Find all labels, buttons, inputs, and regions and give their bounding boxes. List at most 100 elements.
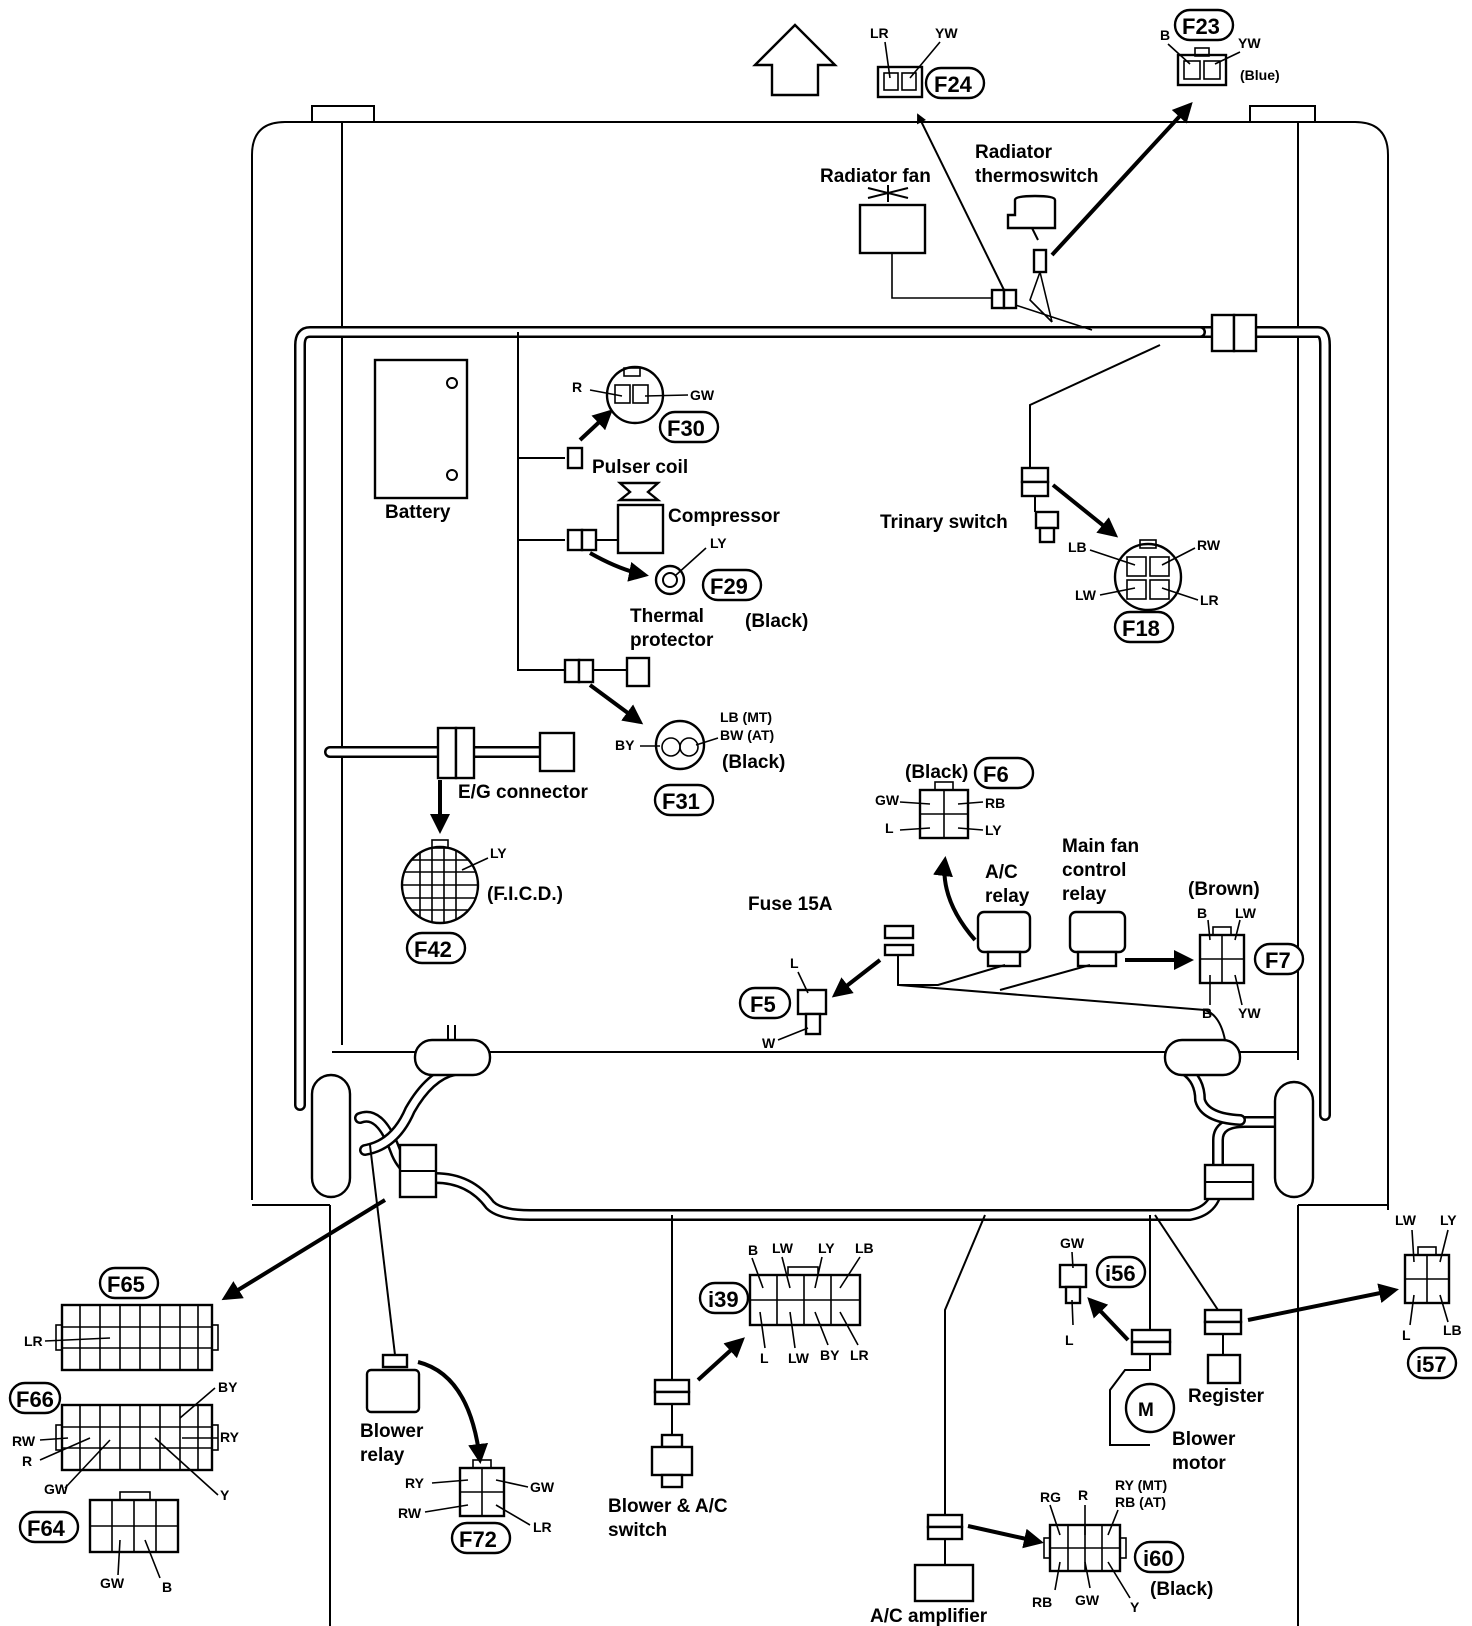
pin-label: LR (24, 1333, 43, 1349)
connector-i39: i39 B LW LY LB L LW BY LR (698, 1240, 874, 1366)
pin-label: RY (MT) (1115, 1477, 1167, 1493)
ac-amplifier-label: A/C amplifier (870, 1606, 988, 1626)
pin-label: RW (1197, 537, 1221, 553)
pin-label: GW (100, 1575, 125, 1591)
pulser-coil-label: Pulser coil (592, 457, 688, 478)
register (1206, 1353, 1242, 1385)
pin-label: B (1197, 905, 1207, 921)
pin-label: GW (1075, 1592, 1100, 1608)
blower-relay: Blower relay (360, 1353, 424, 1466)
connector-id: F5 (750, 992, 776, 1017)
thermal-protector-label-2: protector (630, 630, 714, 651)
blower-motor: M Blower motor (1124, 1382, 1236, 1474)
connector-id: i60 (1143, 1546, 1174, 1571)
connector-id: i39 (708, 1287, 739, 1312)
pin-label: L (885, 820, 894, 836)
connector-F66: F66 BY RW R RY GW Y (8, 1379, 240, 1503)
radiator-fan-label: Radiator fan (820, 166, 931, 187)
pin-label: RG (1040, 1489, 1061, 1505)
pin-label: GW (1060, 1235, 1085, 1251)
pin-label: LB (1443, 1322, 1462, 1338)
pin-label: LB (MT) (720, 709, 772, 725)
ac-relay-label-1: A/C (985, 862, 1018, 883)
pin-label: BW (AT) (720, 727, 774, 743)
connector-id: F66 (16, 1387, 54, 1412)
pin-label: L (790, 955, 799, 971)
radiator-thermoswitch: Radiator thermoswitch (975, 142, 1099, 331)
connector-id: F23 (1182, 14, 1220, 39)
fuse-label: Fuse 15A (748, 894, 833, 915)
connector-id: F24 (934, 72, 973, 97)
connector-i56: GW L i56 (1058, 1235, 1147, 1348)
connector-F7: (Brown) B LW B YW F7 (1188, 879, 1305, 1021)
pin-label: LY (818, 1240, 835, 1256)
pin-label: LB (1068, 539, 1087, 555)
pin-label: LR (1200, 592, 1219, 608)
pin-label: LW (1235, 905, 1257, 921)
pin-label: YW (935, 25, 958, 41)
pin-label: Y (1130, 1599, 1140, 1615)
up-arrow-icon (752, 23, 838, 97)
pin-label: RB (AT) (1115, 1494, 1166, 1510)
harness-connector-top (1210, 313, 1236, 353)
thermoswitch-label-1: Radiator (975, 142, 1053, 163)
connector-F6: (Black) F6 GW RB L LY (875, 756, 1035, 840)
pin-label: LW (1075, 587, 1097, 603)
connector-id: F30 (667, 416, 705, 441)
connector-F29: LY F29 (Black) (654, 535, 808, 632)
connector-F5: L W F5 (738, 955, 828, 1051)
connector-F24: F24 LR YW (870, 25, 986, 100)
connector-color: (Blue) (1240, 67, 1280, 83)
eg-connector: E/G connector (436, 726, 588, 803)
pin-label: RB (985, 795, 1005, 811)
pin-label: BY (218, 1379, 238, 1395)
connector-color: (Brown) (1188, 879, 1260, 900)
pin-label: LY (1440, 1212, 1457, 1228)
pin-label: YW (1238, 1005, 1261, 1021)
connector-id: F65 (107, 1272, 145, 1297)
radiator-fan: Radiator fan (820, 166, 998, 299)
main-fan-relay-label-2: control (1062, 860, 1126, 881)
pin-label: BY (820, 1347, 840, 1363)
pin-label: LW (772, 1240, 794, 1256)
connector-i60: RG R RY (MT) RB (AT) RB GW Y i60 (Black) (1032, 1477, 1213, 1615)
grommet-right (1273, 1080, 1315, 1199)
connector-color: (Black) (1150, 1579, 1213, 1600)
connector-F31: BY LB (MT) BW (AT) (Black) F31 (615, 709, 785, 817)
pin-label: RW (398, 1505, 422, 1521)
connector-F30: R GW F30 (572, 365, 720, 444)
pin-label: L (760, 1350, 769, 1366)
pin-label: LR (870, 25, 889, 41)
compressor: Compressor (616, 481, 781, 555)
pin-label: B (1160, 27, 1170, 43)
thermoswitch-label-2: thermoswitch (975, 166, 1099, 187)
connector-id: F72 (459, 1527, 497, 1552)
ficd-label: (F.I.C.D.) (487, 884, 563, 905)
pin-label: GW (690, 387, 715, 403)
connector-F18: LB RW LW LR F18 (1068, 537, 1221, 644)
main-harness (294, 326, 1331, 1221)
blower-motor-label-1: Blower (1172, 1429, 1236, 1450)
ac-amplifier (913, 1563, 975, 1603)
pin-label: R (572, 379, 582, 395)
register-label: Register (1188, 1386, 1265, 1407)
pin-label: RY (405, 1475, 425, 1491)
connector-F42: LY (F.I.C.D.) F42 (400, 839, 563, 965)
pin-label: LR (533, 1519, 552, 1535)
pin-label: RW (12, 1433, 36, 1449)
pin-label: B (748, 1242, 758, 1258)
pin-label: GW (875, 792, 900, 808)
vehicle-outline (251, 105, 1389, 1626)
pin-label: Y (220, 1487, 230, 1503)
connector-id: F64 (27, 1516, 66, 1541)
blower-ac-switch-label-1: Blower & A/C (608, 1496, 728, 1517)
connector-id: F6 (983, 762, 1009, 787)
pin-label: LY (490, 845, 507, 861)
main-fan-control-relay: Main fan control relay (1062, 836, 1139, 968)
grommet-left (310, 1073, 352, 1199)
blower-motor-label-2: motor (1172, 1453, 1226, 1474)
main-fan-relay-label-1: Main fan (1062, 836, 1139, 857)
pin-label: RY (220, 1429, 240, 1445)
pin-label: L (1402, 1327, 1411, 1343)
